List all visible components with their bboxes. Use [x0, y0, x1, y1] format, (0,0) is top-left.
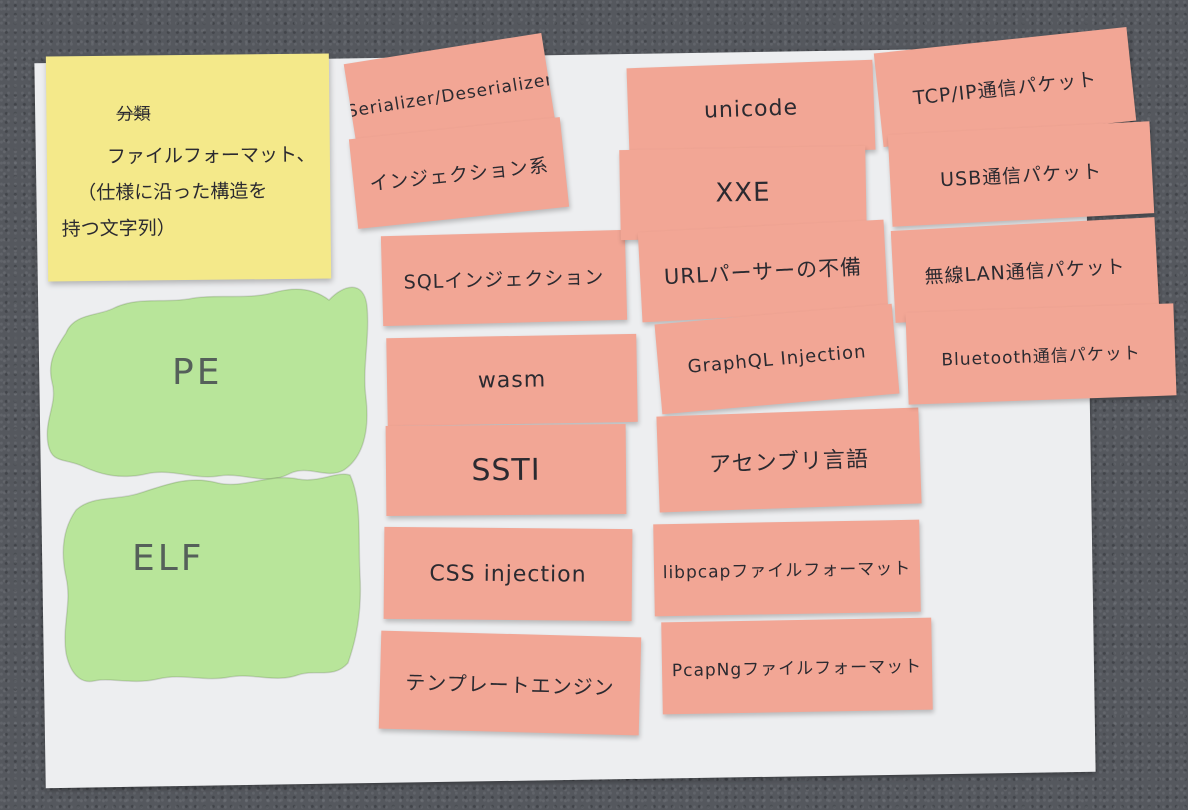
category-note-line-2: （仕様に沿った構造を: [77, 180, 268, 205]
note-pcapng-label: PcapNgファイルフォーマット: [671, 656, 923, 681]
note-bluetooth-packet: Bluetooth通信パケット: [905, 303, 1177, 405]
note-bluetooth-packet-label: Bluetooth通信パケット: [941, 343, 1142, 370]
note-css-injection-label: CSS injection: [429, 560, 587, 588]
note-url-parser-label: URLパーサーの不備: [663, 254, 863, 290]
pe-label: PE: [172, 352, 223, 393]
note-injection-family-label: インジェクション系: [368, 154, 550, 195]
elf-shape: [62, 473, 362, 683]
note-unicode-label: unicode: [703, 94, 799, 124]
note-assembly-language: アセンブリ言語: [656, 407, 922, 513]
note-wifi-packet-label: 無線LAN通信パケット: [924, 255, 1127, 288]
note-wasm: wasm: [386, 333, 638, 427]
category-note-title: 分類: [116, 104, 151, 125]
note-sql-injection-label: SQLインジェクション: [403, 265, 605, 294]
note-usb-packet: USB通信パケット: [887, 121, 1155, 227]
category-note-line-3: 持つ文字列）: [61, 217, 176, 241]
note-serializer-label: Serializer/Deserializer: [345, 69, 555, 123]
note-template-engine-label: テンプレートエンジン: [404, 669, 615, 700]
note-wasm-label: wasm: [477, 366, 547, 394]
note-tcpip-packet-label: TCP/IP通信パケット: [912, 67, 1099, 110]
note-xxe-label: XXE: [715, 177, 771, 209]
note-ssti: SSTI: [385, 423, 627, 517]
note-libpcap: libpcapファイルフォーマット: [653, 519, 921, 617]
note-graphql-injection-label: GraphQL Injection: [686, 340, 868, 378]
pe-shape: [46, 286, 369, 480]
category-note-line-1: ファイルフォーマット、: [106, 143, 316, 168]
category-note: 分類 ファイルフォーマット、 （仕様に沿った構造を 持つ文字列）: [45, 53, 332, 282]
note-usb-packet-label: USB通信パケット: [939, 160, 1103, 191]
elf-label: ELF: [132, 538, 205, 579]
note-assembly-language-label: アセンブリ言語: [708, 447, 870, 478]
note-libpcap-label: libpcapファイルフォーマット: [662, 558, 912, 583]
note-template-engine: テンプレートエンジン: [378, 630, 642, 736]
note-ssti-label: SSTI: [471, 452, 541, 488]
note-unicode: unicode: [626, 59, 876, 159]
note-pcapng: PcapNgファイルフォーマット: [661, 617, 933, 715]
note-sql-injection: SQLインジェクション: [380, 229, 628, 327]
note-css-injection: CSS injection: [383, 526, 633, 622]
